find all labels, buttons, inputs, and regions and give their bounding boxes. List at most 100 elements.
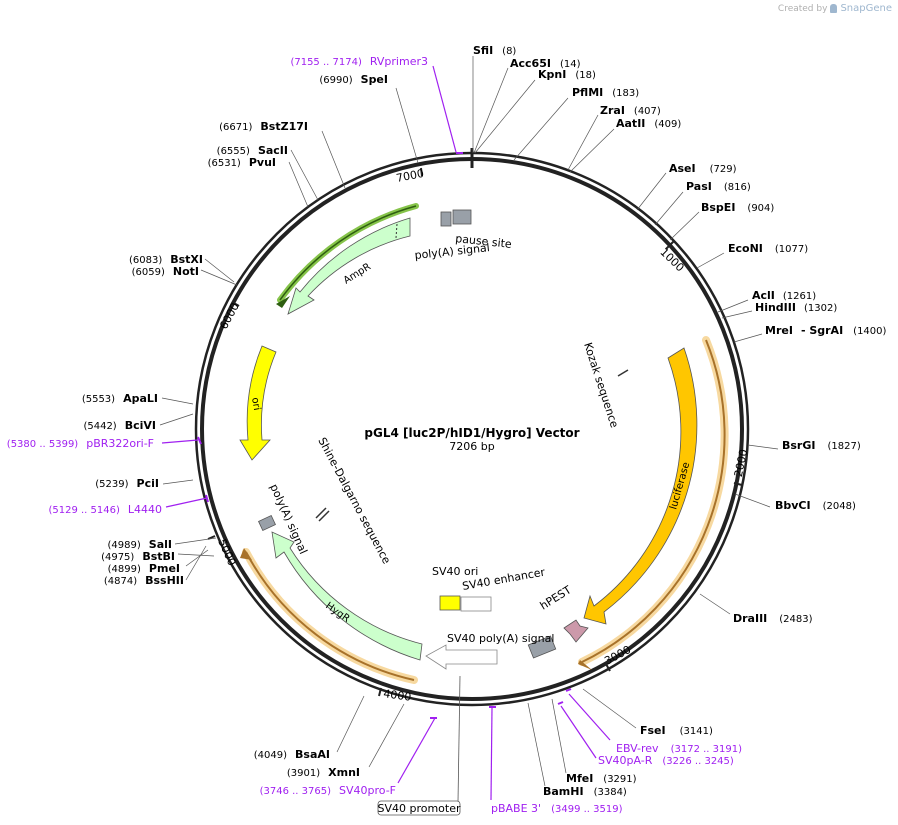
enzyme-pos: (5239) xyxy=(95,479,128,490)
svg-text:AclI(1261): AclI(1261) xyxy=(752,289,816,302)
enzyme-name: AatII xyxy=(616,117,645,130)
enzyme-pos: (6531) xyxy=(208,158,241,169)
enzyme-pos: (4899) xyxy=(108,564,141,575)
svg-text:(4899)PmeI: (4899) PmeI xyxy=(108,562,180,575)
enzyme-name: FseI xyxy=(640,724,666,737)
svg-text:MfeI(3291): MfeI (3291) xyxy=(566,772,637,785)
primer-name: SV40pA-R xyxy=(598,754,653,767)
label-kozak: Kozak sequence xyxy=(581,341,621,430)
svg-text:FseI(3141): FseI(3141) xyxy=(640,724,713,737)
svg-text:(5129 .. 5146)L4440: (5129 .. 5146)L4440 xyxy=(48,503,162,516)
svg-text:(5553)ApaLI: (5553)ApaLI xyxy=(82,392,158,405)
enzyme-pos: (3291) xyxy=(603,774,636,785)
enzyme-name: SfiI xyxy=(473,44,493,57)
feature-shine-dalgarno[interactable]: Shine-Dalgarno sequence xyxy=(315,435,393,566)
svg-text:(6990)SpeI: (6990)SpeI xyxy=(319,73,388,86)
enzyme-name: PasI xyxy=(686,180,712,193)
svg-text:BbvCI(2048): BbvCI(2048) xyxy=(775,499,856,512)
enzyme-name: BstBI xyxy=(142,550,175,563)
enzyme-pos: (4874) xyxy=(104,576,137,587)
enzyme-name: MfeI xyxy=(566,772,593,785)
label-sv40-promoter: SV40 promoter xyxy=(377,802,461,815)
enzyme-pos: (183) xyxy=(612,88,639,99)
primer-range: (3746 .. 3765) xyxy=(260,786,332,797)
feature-sv40-polya-box[interactable] xyxy=(527,635,557,659)
label-sv40-ori: SV40 ori xyxy=(432,565,478,578)
enzyme-pos: (3384) xyxy=(594,787,627,798)
feature-sv40-ori[interactable]: SV40 ori xyxy=(432,565,478,611)
enzyme-extra: - SgrAI xyxy=(801,324,843,337)
svg-text:(4874)BssHII: (4874) BssHII xyxy=(104,574,184,587)
enzyme-name: BciVI xyxy=(125,419,156,432)
svg-text:SfiI(8): SfiI(8) xyxy=(473,44,516,57)
snapgene-credit: Created by SnapGene xyxy=(778,3,892,14)
svg-text:(6555)SacII: (6555) SacII xyxy=(217,144,288,157)
enzyme-name: EcoNI xyxy=(728,242,763,255)
svg-text:(3746 .. 3765)SV40pro-F: (3746 .. 3765) SV40pro-F xyxy=(260,784,396,797)
primer-range: (3226 .. 3245) xyxy=(662,756,734,767)
enzyme-name: BssHII xyxy=(145,574,184,587)
primer-name: EBV-rev xyxy=(616,742,659,755)
enzyme-pos: (14) xyxy=(560,59,581,70)
primer-name: SV40pro-F xyxy=(339,784,396,797)
enzyme-name: BstZ17I xyxy=(260,120,308,133)
svg-text:Acc65I(14): Acc65I (14) xyxy=(510,57,581,70)
enzyme-pos: (816) xyxy=(724,182,751,193)
enzyme-name: PflMI xyxy=(572,86,603,99)
primer-range: (7155 .. 7174) xyxy=(290,57,362,68)
enzyme-pos: (4989) xyxy=(108,540,141,551)
svg-text:(4049)BsaAI: (4049)BsaAI xyxy=(254,748,330,761)
enzyme-pos: (2483) xyxy=(779,614,812,625)
svg-text:(6531)PvuI: (6531) PvuI xyxy=(208,156,276,169)
enzyme-name: KpnI xyxy=(538,68,566,81)
enzyme-name: PmeI xyxy=(149,562,180,575)
feature-pause-site[interactable]: pause site xyxy=(452,209,513,251)
enzyme-name: SacII xyxy=(258,144,288,157)
feature-luciferase[interactable]: luciferase xyxy=(578,336,729,670)
svg-text:AatII(409): AatII(409) xyxy=(616,117,681,130)
enzyme-pos: (6555) xyxy=(217,146,250,157)
enzyme-name: Acc65I xyxy=(510,57,551,70)
plasmid-length: 7206 bp xyxy=(449,440,494,453)
enzyme-name: MreI xyxy=(765,324,793,337)
svg-text:(6671)BstZ17I: (6671) BstZ17I xyxy=(219,120,308,133)
svg-text:(4975)BstBI: (4975) BstBI xyxy=(101,550,175,563)
svg-text:KpnI(18): KpnI (18) xyxy=(538,68,596,81)
enzyme-name: BsrGI xyxy=(782,439,815,452)
enzyme-name: PvuI xyxy=(249,156,276,169)
label-hpest: hPEST xyxy=(538,583,574,612)
svg-text:EBV-rev(3172 .. 3191): EBV-rev(3172 .. 3191) xyxy=(616,742,742,755)
svg-text:PasI(816): PasI (816) xyxy=(686,180,751,193)
svg-text:DraIII(2483): DraIII(2483) xyxy=(733,612,813,625)
enzyme-name: NotI xyxy=(173,265,199,278)
plasmid-name: pGL4 [luc2P/hID1/Hygro] Vector xyxy=(364,426,579,440)
svg-text:BamHI(3384): BamHI(3384) xyxy=(543,785,627,798)
enzyme-pos: (6671) xyxy=(219,122,252,133)
svg-text:(5239)PciI: (5239)PciI xyxy=(95,477,159,490)
enzyme-name: XmnI xyxy=(328,766,360,779)
enzyme-pos: (1077) xyxy=(775,244,808,255)
svg-text:BsrGI(1827): BsrGI(1827) xyxy=(782,439,861,452)
label-ampr: AmpR xyxy=(342,261,373,286)
enzyme-name: AclI xyxy=(752,289,775,302)
plasmid-backbone xyxy=(194,148,750,707)
svg-text:ZraI(407): ZraI(407) xyxy=(600,104,661,117)
svg-text:PflMI(183): PflMI (183) xyxy=(572,86,639,99)
enzyme-pos: (18) xyxy=(575,70,596,81)
enzyme-pos: (6059) xyxy=(132,267,165,278)
svg-text:EcoNI(1077): EcoNI (1077) xyxy=(728,242,808,255)
enzyme-pos: (5442) xyxy=(83,421,116,432)
svg-text:(5442)BciVI: (5442) BciVI xyxy=(83,419,156,432)
feature-sv40-promoter[interactable] xyxy=(425,644,498,670)
feature-ori[interactable]: ori xyxy=(239,345,277,461)
svg-text:MreI- SgrAI(1400): MreI- SgrAI(1400) xyxy=(765,324,887,337)
sv40-promoter-label[interactable]: SV40 promoter xyxy=(377,675,461,816)
tick-label-2000: 2000 xyxy=(732,448,751,478)
label-sv40-polya: SV40 poly(A) signal xyxy=(447,632,554,645)
enzyme-pos: (4975) xyxy=(101,552,134,563)
svg-text:(6059)NotI: (6059) NotI xyxy=(132,265,199,278)
feature-kozak[interactable]: Kozak sequence xyxy=(581,341,629,430)
enzyme-pos: (729) xyxy=(710,164,737,175)
enzyme-name: ZraI xyxy=(600,104,625,117)
